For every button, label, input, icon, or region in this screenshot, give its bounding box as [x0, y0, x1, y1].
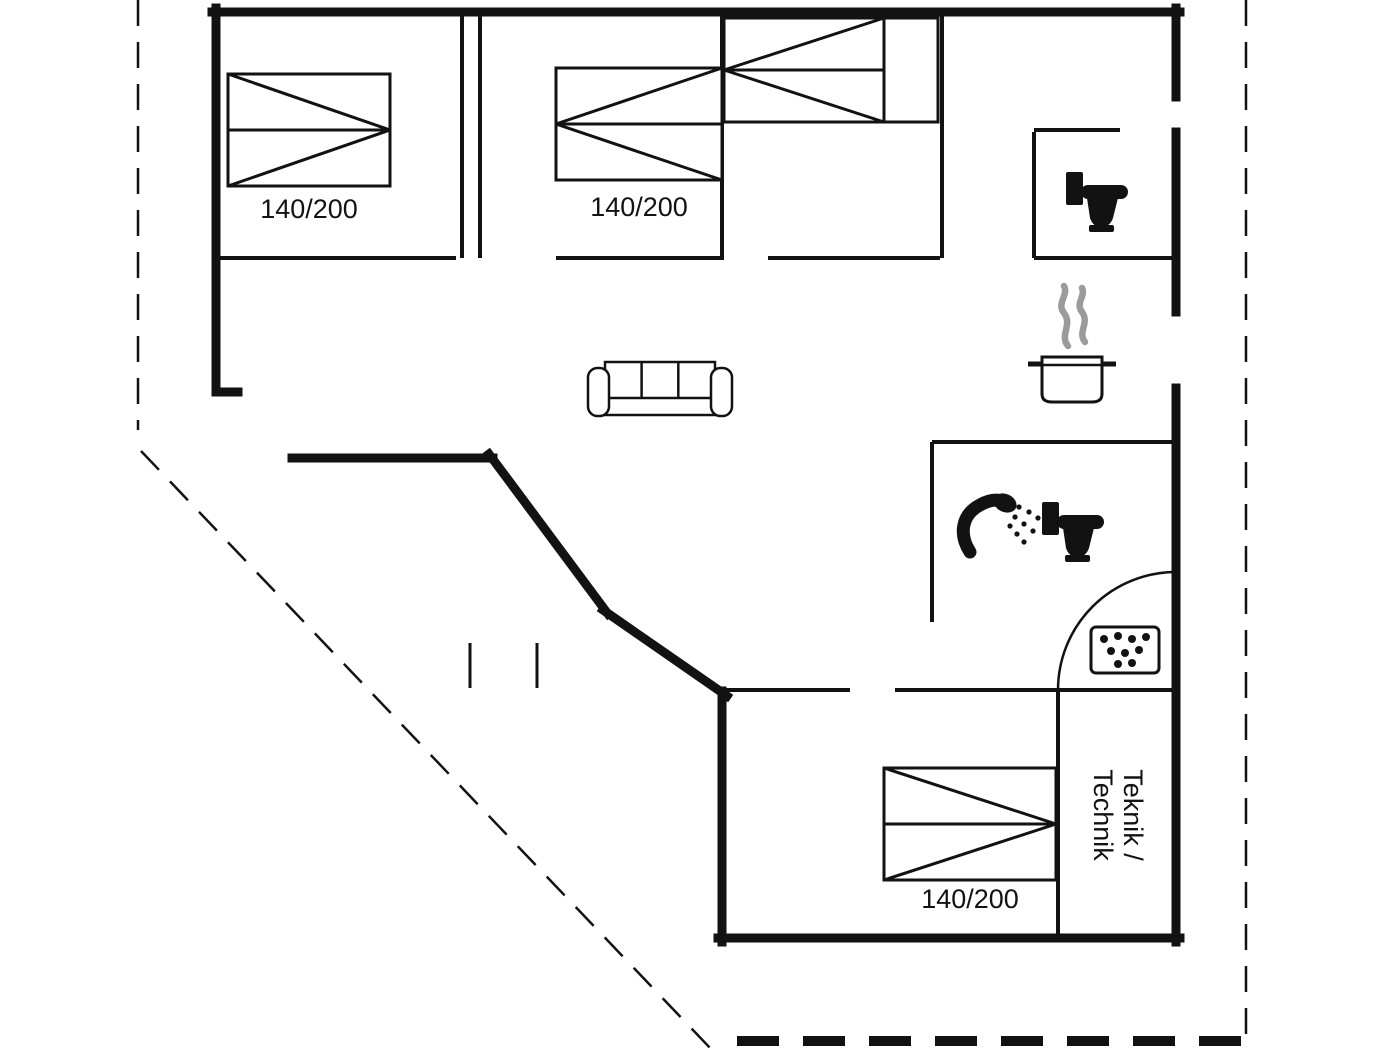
- bed-icon-top-right: [722, 16, 940, 124]
- bed-size-label-top-left: 140/200: [260, 194, 358, 224]
- bed-size-label-bottom: 140/200: [921, 884, 1019, 914]
- technical-room-label-line2: Technik: [1088, 769, 1118, 861]
- pot-body: [1040, 355, 1104, 404]
- bed-size-label-top-middle: 140/200: [590, 192, 688, 222]
- toilet-icon-wc: [1066, 172, 1128, 232]
- shower-icon: [956, 493, 1041, 559]
- technical-room-label: Teknik / Technik: [1086, 715, 1148, 915]
- shower-head: [993, 493, 1017, 513]
- toilet-icon-bathroom: [1042, 502, 1104, 562]
- bed-icon-top-middle: [554, 66, 724, 182]
- shower-drain-icon: [1089, 625, 1161, 675]
- bed-icon-bottom: [882, 766, 1058, 882]
- bed-icon-top-left: [226, 72, 392, 188]
- interior-walls: [214, 10, 1178, 940]
- technical-room-label-line1: Teknik /: [1118, 769, 1148, 861]
- steam-icon: [1076, 284, 1089, 346]
- sofa-icon: [586, 360, 734, 418]
- shower-screen-arc: [1056, 570, 1177, 691]
- shower-spray-dots: [1007, 504, 1041, 545]
- entrance-step-lines: [468, 643, 539, 688]
- cooking-pot-icon: [1028, 282, 1116, 404]
- shower-handle: [956, 493, 1009, 559]
- steam-icon: [1058, 282, 1072, 350]
- property-boundary-dashed: [136, 0, 1248, 1050]
- exterior-walls: [207, 3, 1185, 947]
- boundary-diagonal: [140, 450, 713, 1050]
